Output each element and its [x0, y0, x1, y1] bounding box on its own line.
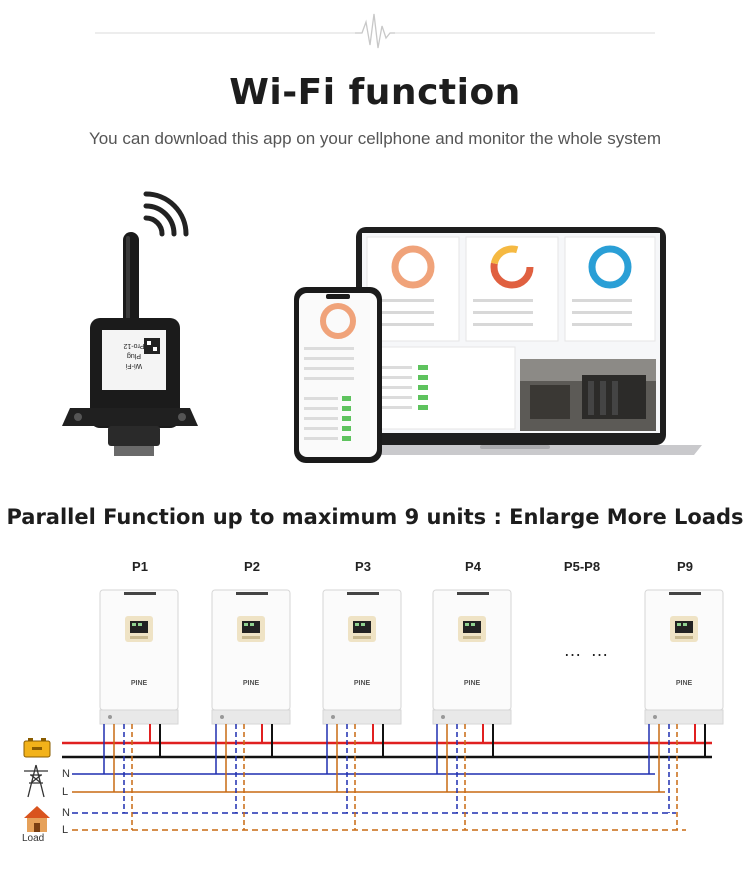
unit-label-p5-p8: P5-P8: [563, 559, 601, 574]
ellipsis-more-units: … …: [563, 640, 611, 660]
laptop-monitor-image: [330, 227, 702, 455]
section-title-parallel: Parallel Function up to maximum 9 units …: [6, 505, 744, 529]
unit-label-p9: P9: [677, 559, 693, 574]
load-l-label: L: [62, 824, 69, 836]
page-title: Wi-Fi function: [229, 72, 521, 113]
header-divider: [95, 13, 655, 49]
unit-label-p3: P3: [355, 559, 371, 574]
page-subtitle: You can download this app on your cellph…: [88, 129, 662, 148]
parallel-wiring-diagram: PINE: [23, 589, 724, 832]
battery-icon: [23, 738, 51, 758]
dongle-label-3: Pro-12: [123, 342, 144, 349]
wifi-dongle-image: Wi-Fi Plug Pro-12: [62, 191, 198, 456]
dongle-label-1: Wi-Fi: [125, 362, 142, 369]
grid-tower-icon: [24, 764, 48, 798]
unit-label-p2: P2: [244, 559, 260, 574]
load-n-label: N: [62, 807, 70, 819]
unit-label-p1: P1: [132, 559, 148, 574]
grid-l-label: L: [62, 786, 69, 798]
wifi-signal-icon: [143, 191, 189, 237]
smartphone-image: [294, 287, 382, 463]
load-label: Load: [22, 833, 45, 844]
unit-label-p4: P4: [465, 559, 481, 574]
dongle-label-2: Plug: [127, 352, 141, 359]
pulse-icon: [355, 13, 395, 49]
grid-n-label: N: [62, 768, 70, 780]
load-house-icon: [24, 806, 50, 832]
